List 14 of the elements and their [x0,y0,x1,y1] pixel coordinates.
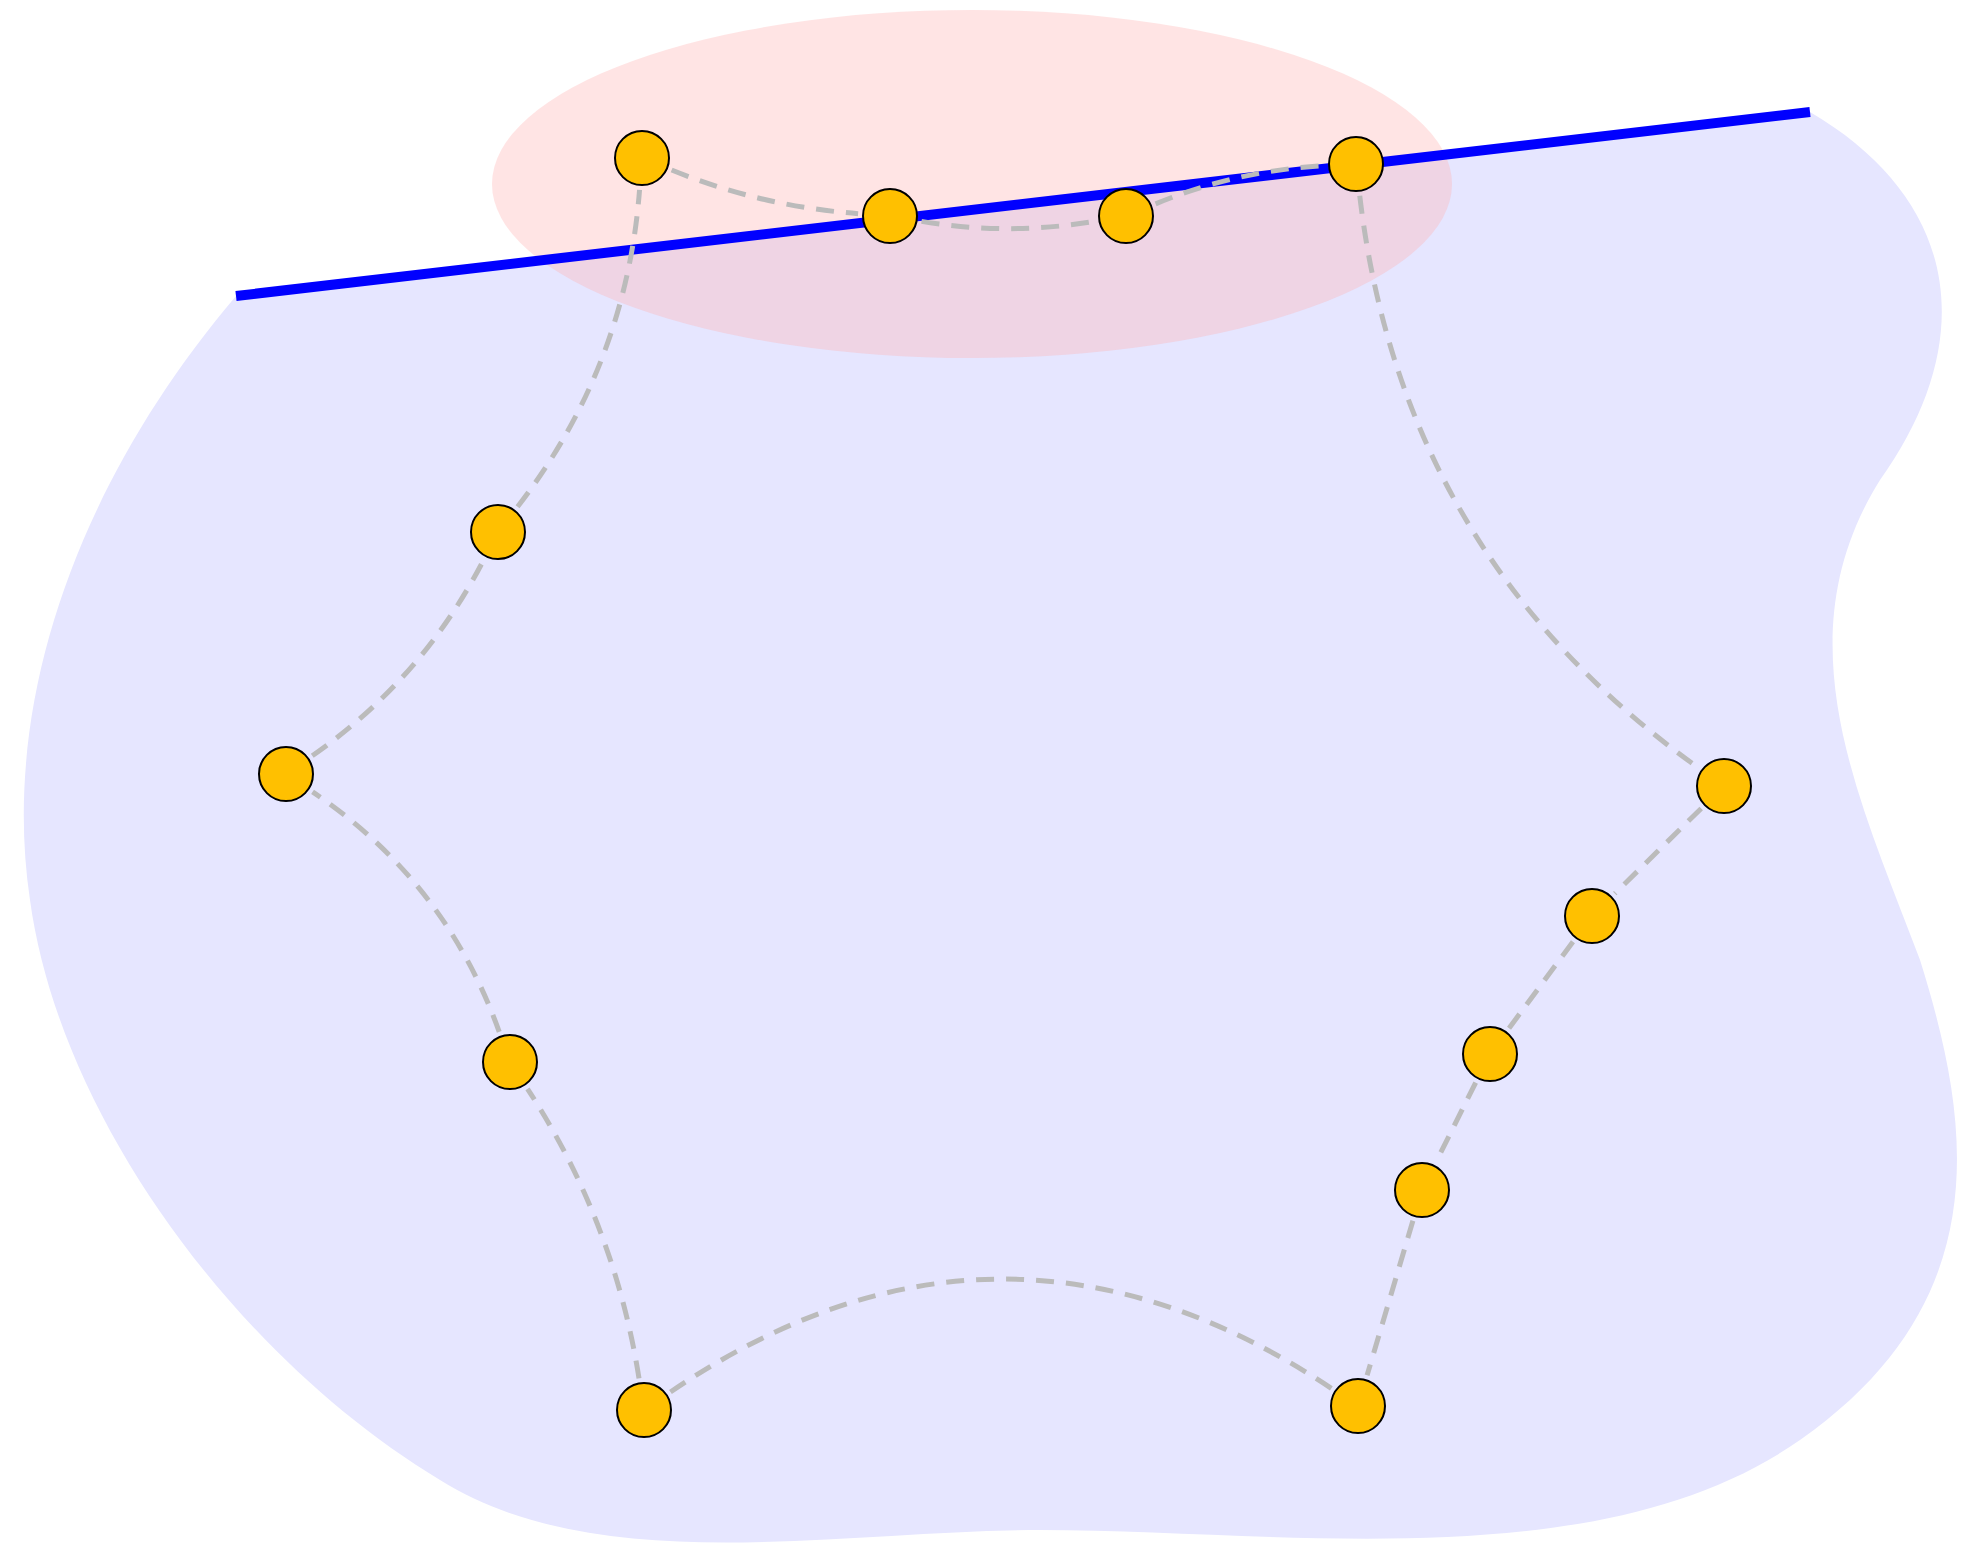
connector-line [525,1087,642,1379]
connector-line [1154,163,1325,207]
connector-line [311,789,502,1033]
connector-line [670,167,859,217]
connector-line [310,559,486,758]
circle-node [862,188,918,244]
connector-line [921,218,1095,232]
connector-line [1507,940,1575,1030]
connector-line [515,189,643,509]
connector-line [1613,806,1703,896]
connector-line [1364,1219,1416,1377]
connector-line [669,1276,1333,1395]
circle-node [1328,136,1384,192]
circle-node [614,130,670,186]
